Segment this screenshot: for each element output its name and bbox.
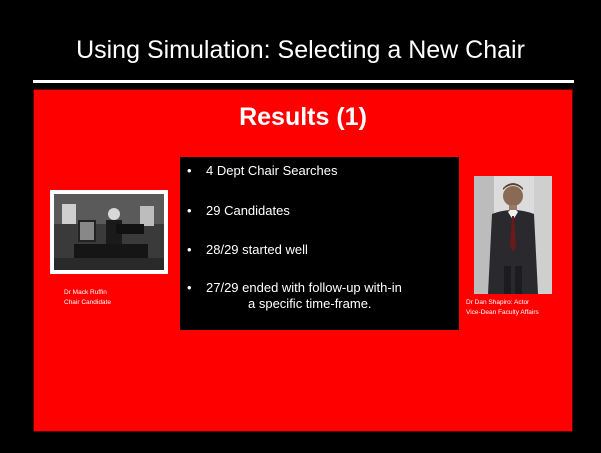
bullet-dot: •: [187, 163, 192, 178]
results-panel: Results (1) Dr Mack Ruffin Chair Candida…: [33, 89, 573, 432]
caption-actor-name: Dr Dan Shapiro: Actor: [466, 299, 530, 306]
bullet-text: 4 Dept Chair Searches: [206, 163, 338, 178]
photo-candidate: [50, 190, 168, 274]
caption-actor: Dr Dan Shapiro: Actor Vice-Dean Faculty …: [466, 298, 539, 318]
caption-candidate-role: Chair Candidate: [64, 299, 111, 306]
bullet-dot: •: [187, 242, 192, 257]
slide-title: Using Simulation: Selecting a New Chair: [76, 36, 525, 64]
bullet-text: 29 Candidates: [206, 203, 290, 218]
caption-candidate-name: Dr Mack Ruffin: [64, 289, 107, 296]
caption-candidate: Dr Mack Ruffin Chair Candidate: [64, 288, 111, 308]
results-heading: Results (1): [239, 103, 367, 131]
title-divider: [33, 80, 574, 83]
photo-actor: [474, 176, 552, 294]
bullet-list: • 4 Dept Chair Searches • 29 Candidates …: [180, 157, 459, 330]
bullet-dot: •: [187, 280, 192, 295]
caption-actor-role: Vice-Dean Faculty Affairs: [466, 309, 539, 316]
bullet-text: 27/29 ended with follow-up with-in: [206, 280, 402, 295]
bullet-text: 28/29 started well: [206, 242, 308, 257]
bullet-text-continued: a specific time-frame.: [248, 296, 372, 311]
bullet-dot: •: [187, 203, 192, 218]
